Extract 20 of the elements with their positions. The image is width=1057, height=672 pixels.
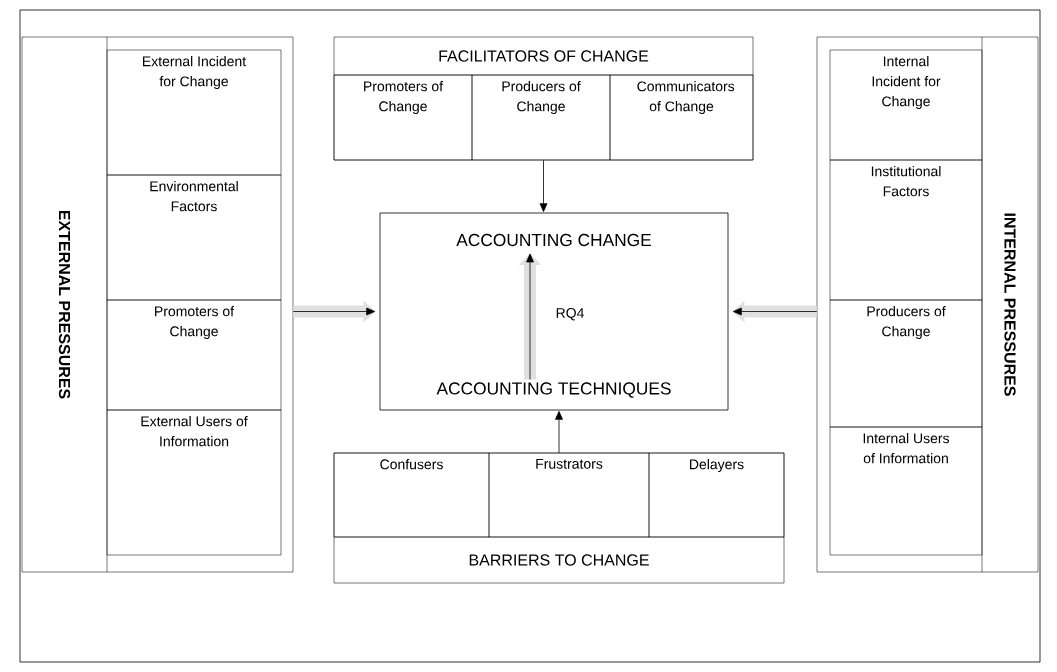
cell: Internal Users of Information bbox=[829, 426, 983, 556]
cell: Communicators of Change bbox=[609, 74, 754, 161]
cell: Frustrators bbox=[488, 452, 650, 538]
cell: External Users of Information bbox=[106, 409, 282, 556]
edge-label: RQ4 bbox=[556, 308, 584, 321]
cell: Producers of Change bbox=[829, 299, 983, 428]
cell: External Incident for Change bbox=[106, 49, 282, 176]
heading: ACCOUNTING CHANGE bbox=[456, 233, 651, 247]
arrow bbox=[539, 159, 548, 212]
cell: Environmental Factors bbox=[106, 174, 282, 301]
cell: Producers of Change bbox=[471, 74, 611, 161]
heading: ACCOUNTING TECHNIQUES bbox=[436, 382, 671, 398]
central-box bbox=[379, 212, 729, 411]
cell: Internal Incident for Change bbox=[829, 49, 983, 161]
cell: Delayers bbox=[648, 452, 785, 538]
cell: Promoters of Change bbox=[106, 299, 282, 411]
cell: Promoters of Change bbox=[333, 74, 473, 161]
arrow bbox=[555, 411, 563, 454]
cell: Confusers bbox=[333, 452, 490, 538]
cell: Institutional Factors bbox=[829, 159, 983, 301]
